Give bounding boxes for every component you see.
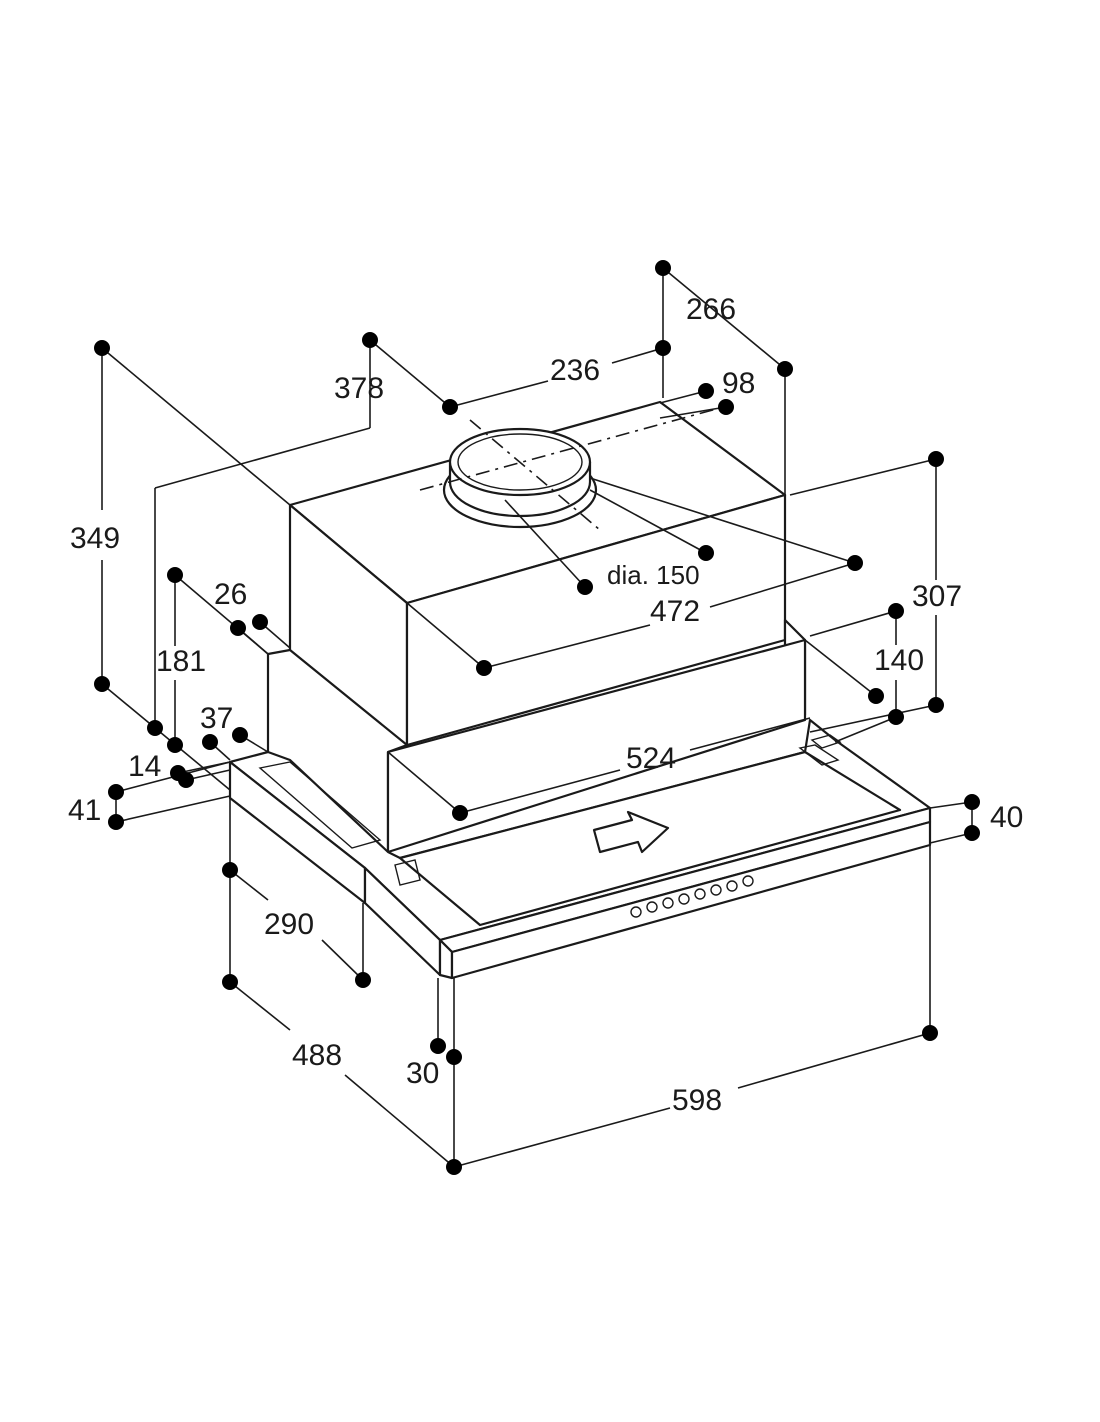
hood-body bbox=[228, 400, 932, 980]
left-slot bbox=[258, 761, 382, 849]
control-buttons bbox=[630, 875, 754, 918]
dim-378: 378 bbox=[334, 372, 384, 405]
dimension-dots bbox=[94, 260, 980, 1175]
dim-14: 14 bbox=[128, 750, 161, 783]
duct-collar bbox=[419, 407, 721, 531]
dim-488: 488 bbox=[292, 1039, 342, 1072]
right-slot-2 bbox=[810, 734, 842, 749]
right-slot bbox=[798, 744, 840, 766]
dim-307: 307 bbox=[912, 580, 962, 613]
dim-181: 181 bbox=[156, 645, 206, 678]
dim-dia-150: dia. 150 bbox=[607, 560, 700, 590]
dimension-labels: 266 236 98 378 349 307 26 181 dia. 150 4… bbox=[68, 293, 1023, 1117]
tray-slot bbox=[394, 859, 421, 886]
dim-30: 30 bbox=[406, 1057, 439, 1090]
dim-266: 266 bbox=[686, 293, 736, 326]
dim-37: 37 bbox=[200, 702, 233, 735]
dim-98: 98 bbox=[722, 367, 755, 400]
dim-236: 236 bbox=[550, 354, 600, 387]
dim-472: 472 bbox=[650, 595, 700, 628]
dim-349: 349 bbox=[70, 522, 120, 555]
dim-598: 598 bbox=[672, 1084, 722, 1117]
dim-140: 140 bbox=[874, 644, 924, 677]
dim-290: 290 bbox=[264, 908, 314, 941]
airflow-arrow-icon bbox=[592, 810, 670, 854]
dim-41: 41 bbox=[68, 794, 101, 827]
dim-524: 524 bbox=[626, 742, 676, 775]
dim-26: 26 bbox=[214, 578, 247, 611]
dim-40: 40 bbox=[990, 801, 1023, 834]
